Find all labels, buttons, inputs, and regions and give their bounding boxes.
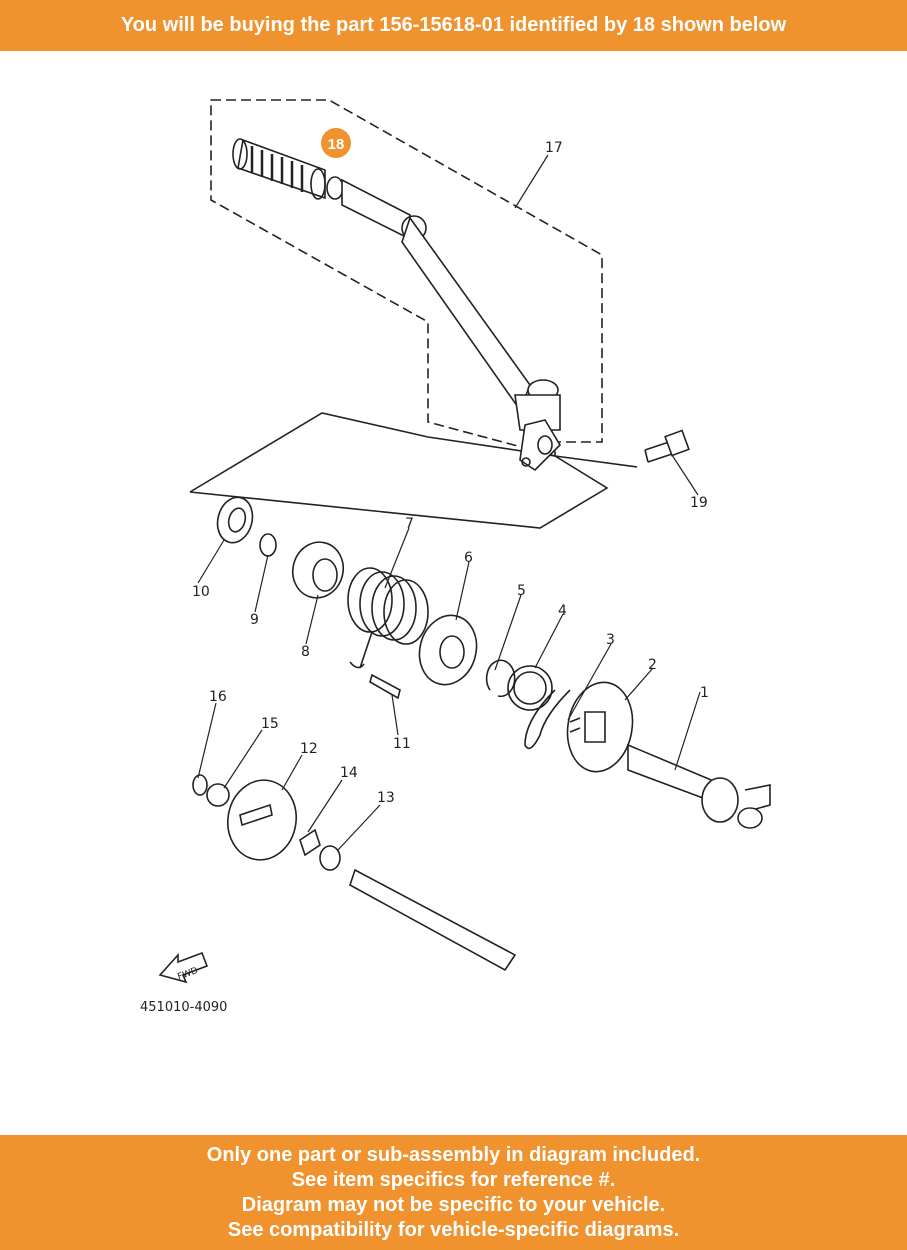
seal-part-10	[216, 496, 254, 544]
part-label-15: 15	[261, 716, 279, 732]
grip-part-18	[232, 138, 326, 200]
part-label-11: 11	[393, 736, 411, 752]
shaft-part-1	[627, 743, 771, 829]
gear-part-2	[566, 681, 634, 773]
top-banner: You will be buying the part 156-15618-01…	[0, 0, 907, 51]
gear-part-12	[227, 779, 297, 861]
part-label-10: 10	[192, 584, 210, 600]
part-label-5: 5	[517, 583, 526, 599]
assembly-outline	[189, 412, 638, 529]
highlight-callout-18[interactable]: 18	[321, 128, 351, 158]
footer-line-3: Diagram may not be specific to your vehi…	[241, 1193, 666, 1216]
drawing-number: 451010-4090	[140, 1000, 227, 1015]
washer-part-9	[259, 533, 277, 557]
part-label-4: 4	[558, 603, 567, 619]
part-label-6: 6	[464, 550, 473, 566]
exploded-view-svg: 18 1 2 3 4 5 6 7 8 9 10 11 12 13 14 15 1…	[140, 99, 771, 1015]
bottom-banner: Only one part or sub-assembly in diagram…	[0, 1135, 907, 1250]
part-label-3: 3	[606, 632, 615, 648]
spring-part-7	[347, 567, 429, 669]
clip-part-3	[524, 689, 571, 750]
part-label-9: 9	[250, 612, 259, 628]
part-label-1: 1	[700, 685, 709, 701]
part-label-16: 16	[209, 689, 227, 705]
assembly-17-outline	[210, 99, 603, 458]
ratchet-part-6	[418, 614, 478, 686]
footer-line-4: See compatibility for vehicle-specific d…	[227, 1218, 680, 1241]
lower-shaft	[349, 868, 517, 972]
spring-guide-part-8	[291, 541, 345, 599]
leader-lines	[197, 154, 701, 851]
part-label-12: 12	[300, 741, 318, 757]
washer-part-4	[507, 665, 553, 711]
clip-part-14	[299, 828, 321, 857]
part-label-14: 14	[340, 765, 358, 781]
pin-part-11	[369, 673, 401, 700]
banner-title: You will be buying the part 156-15618-01…	[120, 14, 787, 36]
footer-line-2: See item specifics for reference #.	[291, 1168, 616, 1191]
part-label-19: 19	[690, 495, 708, 511]
part-labels: 1 2 3 4 5 6 7 8 9 10 11 12 13 14 15 16 1…	[192, 140, 709, 806]
parts-diagram: 18 1 2 3 4 5 6 7 8 9 10 11 12 13 14 15 1…	[0, 51, 907, 1135]
washer-part-15	[206, 783, 230, 807]
clip-part-16	[192, 774, 208, 796]
part-label-13: 13	[377, 790, 395, 806]
bolt-part-19	[644, 429, 690, 463]
part-label-17: 17	[545, 140, 563, 156]
part-label-7: 7	[405, 516, 414, 532]
footer-line-1: Only one part or sub-assembly in diagram…	[206, 1143, 701, 1166]
part-label-8: 8	[301, 644, 310, 660]
part-label-2: 2	[648, 657, 657, 673]
fwd-arrow-icon	[158, 951, 209, 984]
collar	[326, 176, 344, 200]
kick-lever	[341, 178, 562, 472]
callout-label: 18	[328, 136, 345, 153]
washer-part-13	[319, 845, 341, 871]
